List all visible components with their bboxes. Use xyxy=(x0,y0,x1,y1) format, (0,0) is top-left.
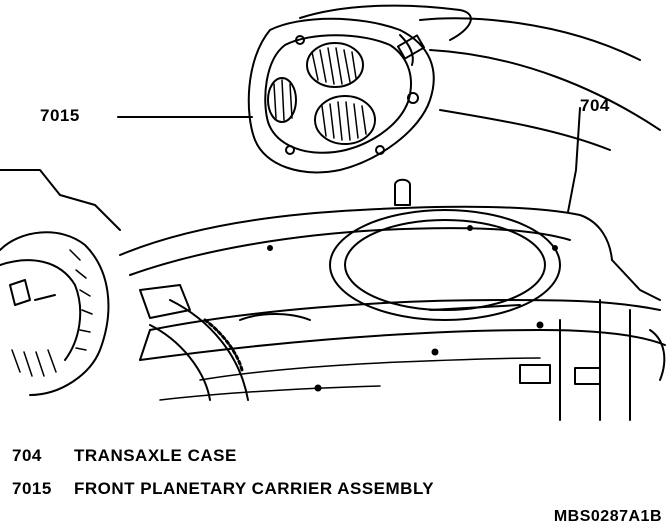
callout-704: 704 xyxy=(580,96,610,115)
leader-line-704 xyxy=(567,107,581,213)
legend-row-7015: 7015 FRONT PLANETARY CARRIER ASSEMBLY xyxy=(12,479,434,499)
callout-7015: 7015 xyxy=(40,106,80,125)
legend-number: 7015 xyxy=(12,479,52,498)
left-gear-assembly xyxy=(0,169,249,401)
figure-id: MBS0287A1B xyxy=(553,508,662,525)
hand-outline xyxy=(299,4,661,151)
legend-number: 704 xyxy=(12,446,42,465)
legend-description: FRONT PLANETARY CARRIER ASSEMBLY xyxy=(74,479,435,498)
legend-description: TRANSAXLE CASE xyxy=(74,446,237,465)
transaxle-case xyxy=(119,178,666,421)
planetary-carrier-assembly xyxy=(247,17,435,174)
legend-row-704: 704 TRANSAXLE CASE xyxy=(12,446,237,466)
